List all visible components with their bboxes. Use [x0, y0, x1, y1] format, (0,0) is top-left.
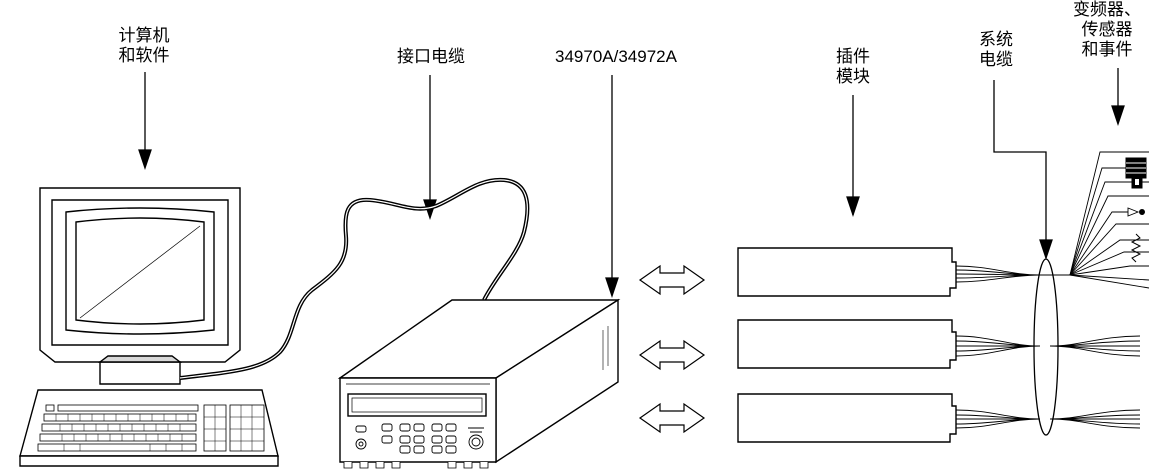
module-wires	[955, 265, 1141, 429]
computer-label-line1: 计算机	[118, 26, 170, 46]
keyboard-front	[19, 455, 279, 467]
computer-arrowhead	[138, 149, 152, 171]
computer-label: 计算机 和软件	[104, 26, 184, 66]
key-row-function	[57, 404, 199, 412]
front-button	[413, 423, 425, 432]
knob-center	[471, 437, 481, 447]
thermocouple-junction	[1139, 209, 1145, 215]
knob-arrows	[468, 427, 484, 433]
instrument-label: 34970A/34972A	[526, 47, 706, 67]
key-row-3	[39, 433, 197, 442]
monitor-stand	[99, 361, 181, 385]
front-button	[399, 445, 411, 454]
key-row-4	[37, 443, 197, 452]
double-arrow-1	[638, 264, 706, 296]
instrument-illustration	[337, 298, 621, 469]
double-arrow-2	[638, 339, 706, 371]
transducers-label-line3: 和事件	[1081, 40, 1133, 60]
instrument-label-text: 34970A/34972A	[555, 47, 677, 66]
transducers-label-line2: 传感器	[1081, 20, 1133, 40]
front-button	[381, 435, 393, 444]
double-arrow-3	[638, 402, 706, 434]
front-button	[355, 425, 367, 433]
key-row-1	[43, 413, 197, 422]
transducer-symbols	[1125, 157, 1147, 263]
plugin-modules	[737, 247, 957, 443]
system-cable-label-line1: 系统	[979, 30, 1013, 50]
plugin-modules-label: 插件 模块	[818, 47, 888, 87]
front-button	[399, 423, 411, 432]
front-button	[431, 423, 443, 432]
system-cable-label-line2: 电缆	[979, 50, 1013, 70]
computer-illustration	[19, 187, 279, 467]
keyboard-keys	[37, 404, 265, 452]
front-button	[431, 445, 443, 454]
instrument-side-vents	[602, 326, 609, 370]
interface-cable-label-text: 接口电缆	[397, 47, 465, 67]
resistor-icon	[1130, 233, 1142, 263]
thermocouple-icon	[1127, 207, 1140, 217]
bidirectional-arrows	[638, 264, 706, 434]
transducers-label-line1: 变频器、	[1073, 0, 1141, 20]
computer-label-line2: 和软件	[118, 46, 170, 66]
power-switch-center	[358, 441, 364, 447]
front-button	[445, 445, 457, 454]
plugin-modules-label-line2: 模块	[836, 67, 870, 87]
instrument-display-inner	[351, 397, 483, 413]
plugin-modules-label-line1: 插件	[836, 47, 870, 67]
pointer-arrows	[138, 68, 1125, 299]
front-button	[431, 435, 443, 444]
system-cable-label: 系统 电缆	[961, 30, 1031, 70]
keyboard-key-grid	[55, 405, 264, 451]
module-3	[737, 393, 957, 443]
front-button	[445, 423, 457, 432]
transducers-label: 变频器、 传感器 和事件	[1066, 0, 1148, 60]
front-button	[413, 445, 425, 454]
front-button	[445, 435, 457, 444]
instrument-arrowhead	[605, 277, 619, 299]
instrument-buttons	[355, 423, 484, 454]
module-2	[737, 319, 957, 369]
interface-cable-highlight	[179, 179, 528, 379]
interface-cable-label: 接口电缆	[381, 47, 481, 67]
key-block-numpad	[229, 404, 265, 452]
module-1	[737, 247, 957, 297]
key-row-2	[41, 423, 197, 432]
front-button	[399, 435, 411, 444]
monitor-stand-top	[97, 355, 183, 363]
monitor-reflection	[79, 225, 201, 319]
monitor-screen	[75, 217, 205, 325]
front-button	[381, 423, 393, 432]
system-cable-bundle	[1033, 258, 1059, 436]
system-cable-pointer	[993, 80, 1047, 258]
system-cable-arrowhead	[1039, 239, 1053, 261]
transducers-arrowhead	[1111, 105, 1125, 127]
instrument-feet	[343, 462, 489, 469]
front-button	[413, 435, 425, 444]
modules-arrowhead	[846, 196, 860, 218]
key	[45, 404, 55, 412]
transducer-wires	[1069, 151, 1149, 289]
